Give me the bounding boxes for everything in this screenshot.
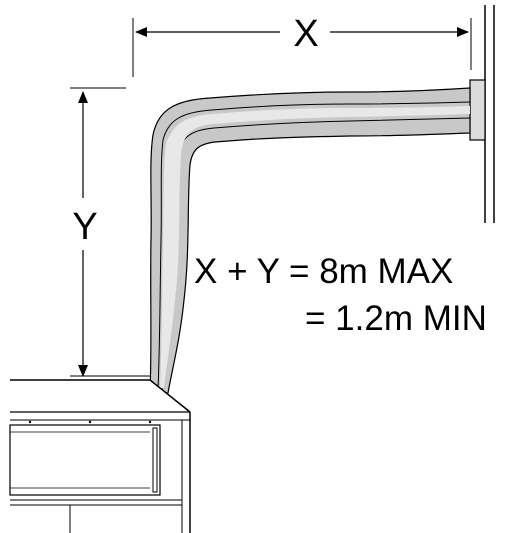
unit-grille (9, 424, 161, 496)
x-dimension: X (135, 13, 469, 55)
flue-pipe (149, 87, 471, 394)
wall (484, 5, 495, 223)
indoor-unit (9, 375, 191, 533)
y-dimension: Y (72, 91, 98, 377)
x-label: X (293, 13, 318, 55)
formula-max: X + Y = 8m MAX (194, 252, 453, 291)
wall-outlet (469, 79, 486, 141)
y-label: Y (72, 206, 97, 248)
formula-min: = 1.2m MIN (305, 299, 487, 338)
